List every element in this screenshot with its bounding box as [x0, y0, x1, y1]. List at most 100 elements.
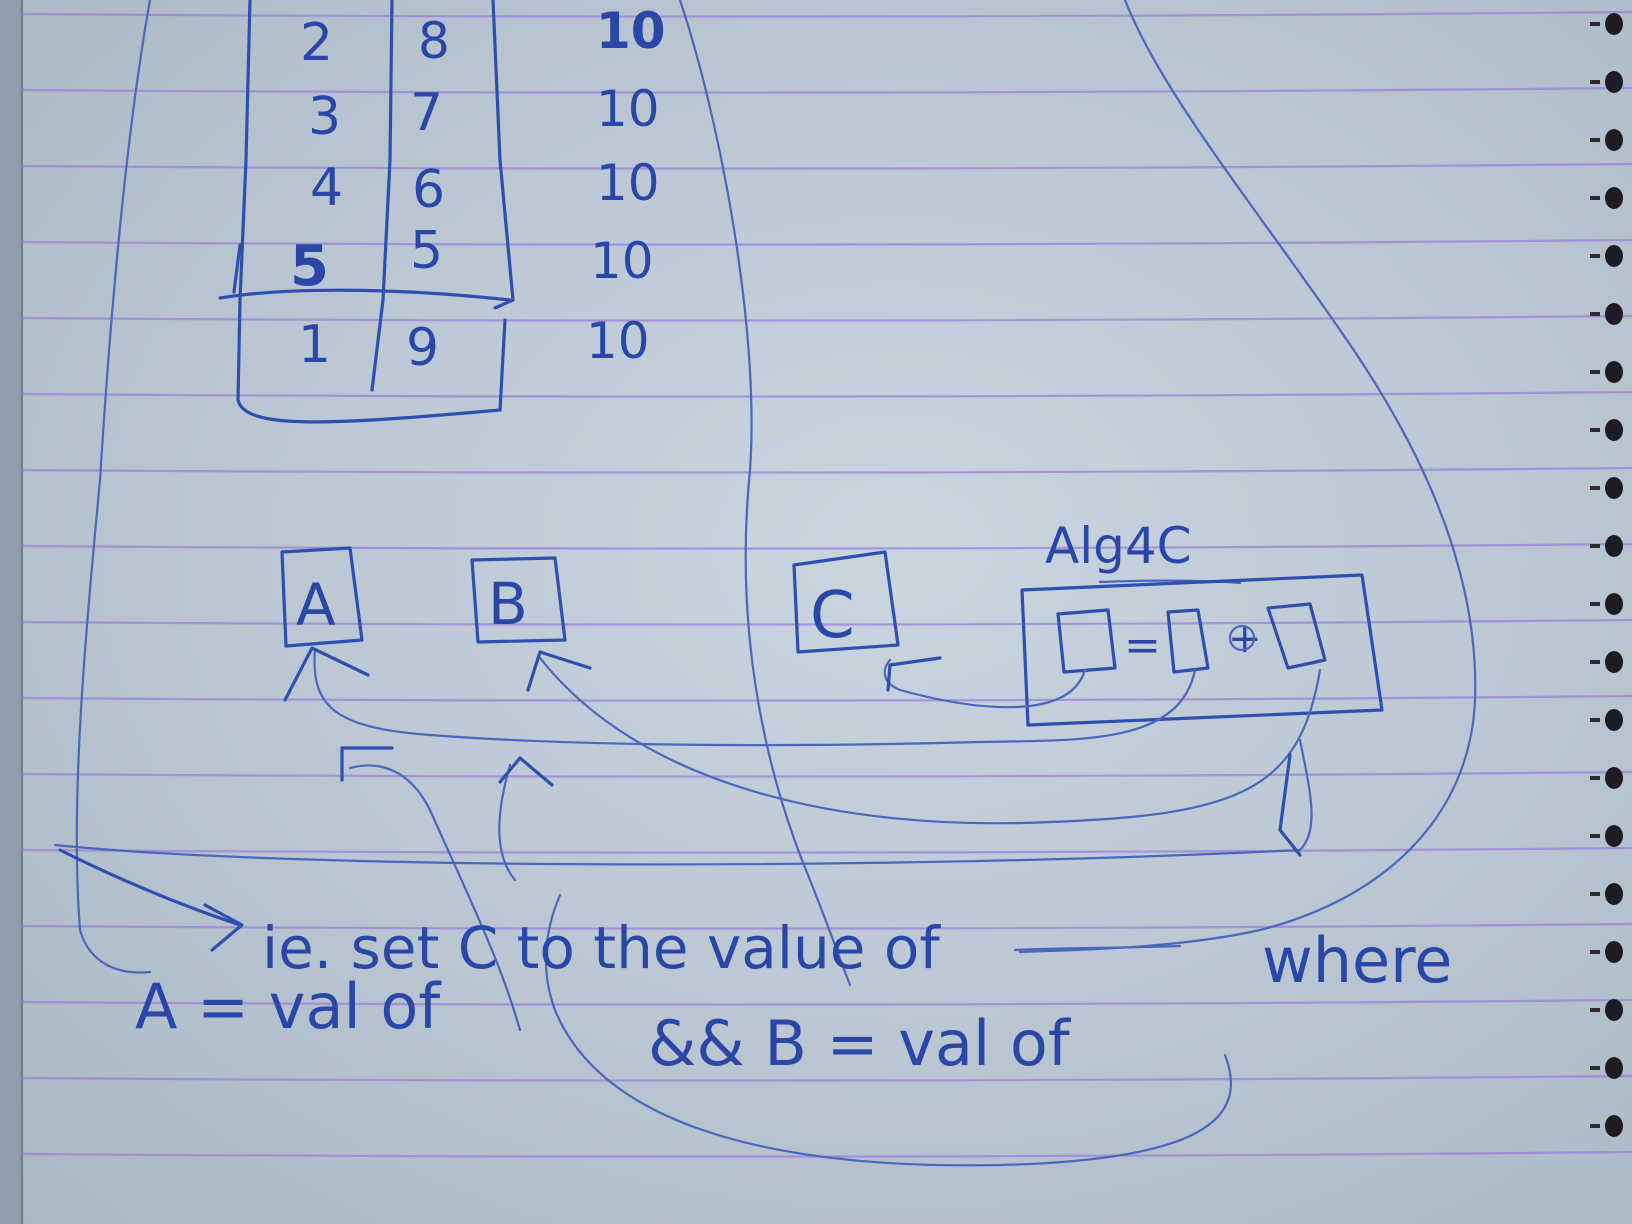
table-middle-divider [370, 0, 394, 392]
spiral-hole [1605, 245, 1623, 267]
arrow-from-b-val [544, 893, 1233, 1167]
table-cell-sum: 10 [590, 232, 654, 290]
ruled-line [21, 86, 1632, 94]
outline-left-curve [75, 0, 152, 974]
box-b-label: B [488, 570, 528, 638]
arrow-from-c-label-head [498, 756, 554, 787]
page-left-edge [0, 0, 22, 1224]
pointer-arrow-head [203, 903, 244, 952]
ruled-line [21, 542, 1632, 550]
ruled-line [21, 466, 1632, 474]
ruled-line [21, 314, 1632, 322]
arrow-to-a [313, 648, 1197, 747]
spiral-hole [1605, 651, 1623, 673]
spiral-hole [1605, 825, 1623, 847]
box-b-outline [470, 556, 567, 644]
spiral-hole [1605, 13, 1623, 35]
spiral-hole [1605, 477, 1623, 499]
row-marker-tick [232, 243, 242, 294]
spiral-hole [1605, 303, 1623, 325]
alg4c-plus: + [1228, 616, 1262, 662]
alg4c-cell: Alg4C = + [1020, 517, 1384, 727]
ruled-line [21, 694, 1632, 702]
ruled-line [21, 618, 1632, 626]
table-separator-line [218, 288, 512, 302]
note-line-1: ie. set C to the value of [262, 914, 941, 982]
table-cell-a: 1 [298, 315, 331, 375]
box-a-outline [280, 546, 364, 648]
where-connector [1013, 944, 1182, 952]
arrow-to-c [883, 658, 1087, 709]
arrow-from-a-val-head [340, 746, 394, 782]
note-where: where [1262, 924, 1452, 997]
table-bottom-box [236, 298, 507, 424]
arrow-to-b-head [526, 650, 592, 692]
arrow-to-b [538, 656, 1322, 825]
note-a-val: A = val of [135, 970, 442, 1043]
spiral-hole [1605, 941, 1623, 963]
alg4c-label: Alg4C [1045, 517, 1192, 575]
spiral-hole [1605, 883, 1623, 905]
spiral-hole [1605, 999, 1623, 1021]
spiral-hole [1605, 535, 1623, 557]
table-cell-a: 5 [290, 234, 329, 299]
alg4c-slot-right [1266, 602, 1327, 670]
table-cell-sum: 10 [596, 2, 666, 60]
ruled-line [21, 1150, 1632, 1158]
table-cell-a: 4 [310, 158, 343, 218]
spiral-hole [1605, 593, 1623, 615]
arrow-to-a-head [283, 646, 370, 702]
alg4c-slot-left [1056, 608, 1117, 674]
table-cell-b: 8 [418, 12, 450, 70]
spiral-hole [1605, 1057, 1623, 1079]
arrow-to-c-head [886, 656, 942, 692]
table-cell-sum: 10 [596, 154, 660, 212]
ruled-line [21, 998, 1632, 1006]
spiral-hole [1605, 709, 1623, 731]
ruled-line [21, 10, 1632, 18]
spiral-hole [1605, 419, 1623, 441]
spiral-hole [1605, 767, 1623, 789]
table-cell-a: 2 [300, 13, 333, 73]
table-left-border [238, 0, 252, 302]
box-a: A [280, 546, 364, 648]
box-b: B [470, 556, 567, 644]
alg4c-equals: = [1124, 620, 1161, 671]
ruled-line [21, 770, 1632, 778]
box-c-outline [792, 550, 900, 654]
ruled-line [21, 846, 1632, 854]
ruled-line [21, 238, 1632, 246]
spiral-binding [1590, 13, 1623, 1137]
spiral-hole [1605, 361, 1623, 383]
alg4c-frame [1020, 573, 1384, 727]
table-cell-b: 9 [406, 318, 439, 378]
arrow-from-a-val [348, 764, 522, 1032]
alg4c-plus-circle [1228, 624, 1256, 652]
ruled-line [21, 1074, 1632, 1082]
table-cell-sum: 10 [596, 80, 660, 138]
table-cell-b: 7 [410, 83, 443, 143]
number-table: 2 8 10 3 7 10 4 6 10 5 5 10 1 9 10 [218, 0, 666, 424]
outline-right-curve [1018, 0, 1477, 954]
arrow-from-c-label [498, 763, 517, 882]
table-right-border [491, 0, 515, 310]
spiral-hole [1605, 71, 1623, 93]
ruled-line [21, 162, 1632, 170]
pointer-arrow-shaft [58, 848, 242, 927]
box-c: C [792, 550, 900, 654]
long-underline-loop [53, 738, 1313, 866]
table-cell-a: 3 [308, 87, 341, 147]
box-c-label: C [810, 579, 855, 653]
spiral-hole [1605, 187, 1623, 209]
box-a-label: A [296, 571, 336, 639]
ruled-line [21, 922, 1632, 930]
table-cell-b: 6 [412, 160, 445, 220]
spiral-hole [1605, 129, 1623, 151]
table-cell-b: 5 [410, 221, 443, 281]
table-cell-sum: 10 [586, 312, 650, 370]
note-b-val: && B = val of [648, 1007, 1072, 1080]
ruled-line [21, 390, 1632, 398]
spiral-hole [1605, 1115, 1623, 1137]
